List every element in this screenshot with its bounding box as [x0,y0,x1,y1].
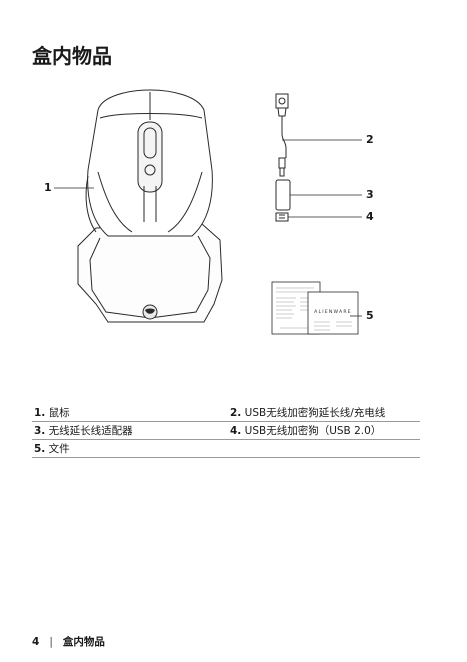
part-cell [228,439,420,458]
footer-section-title: 盒内物品 [62,636,105,648]
footer-separator: | [49,636,53,648]
part-label: 鼠标 [48,407,70,419]
part-label: USB无线加密狗（USB 2.0） [244,425,382,437]
wireless-adapter-illustration [275,179,291,211]
usb-cable-illustration [275,93,289,177]
callout-4: 4 [366,210,374,223]
table-row: 5. 文件 [32,439,420,458]
part-cell: 3. 无线延长线适配器 [32,421,228,440]
part-cell: 2. USB无线加密狗延长线/充电线 [228,404,420,422]
mouse-illustration [77,89,223,323]
page-number: 4 [32,636,40,648]
usb-dongle-illustration [275,212,289,222]
part-cell: 4. USB无线加密狗（USB 2.0） [228,421,420,440]
part-cell: 5. 文件 [32,439,228,458]
parts-table: 1. 鼠标 2. USB无线加密狗延长线/充电线 3. 无线延长线适配器 4. … [32,404,420,458]
part-label: USB无线加密狗延长线/充电线 [244,407,386,419]
booklet-brand: ALIENWARE [314,309,352,315]
part-label: 文件 [48,443,70,455]
part-number: 4. [230,425,242,437]
part-number: 1. [34,407,46,419]
callout-5: 5 [366,309,374,322]
callout-2: 2 [366,133,374,146]
table-row: 1. 鼠标 2. USB无线加密狗延长线/充电线 [32,404,420,422]
table-row: 3. 无线延长线适配器 4. USB无线加密狗（USB 2.0） [32,421,420,440]
part-number: 5. [34,443,46,455]
contents-illustration: ALIENWARE [54,89,362,335]
page-title: 盒内物品 [32,44,112,68]
callout-1: 1 [44,181,52,194]
document-booklets-illustration: ALIENWARE [271,281,359,335]
part-number: 3. [34,425,46,437]
part-label: 无线延长线适配器 [48,425,133,437]
part-number: 2. [230,407,242,419]
part-cell: 1. 鼠标 [32,404,228,422]
page-footer: 4 | 盒内物品 [32,634,105,649]
callout-3: 3 [366,188,374,201]
